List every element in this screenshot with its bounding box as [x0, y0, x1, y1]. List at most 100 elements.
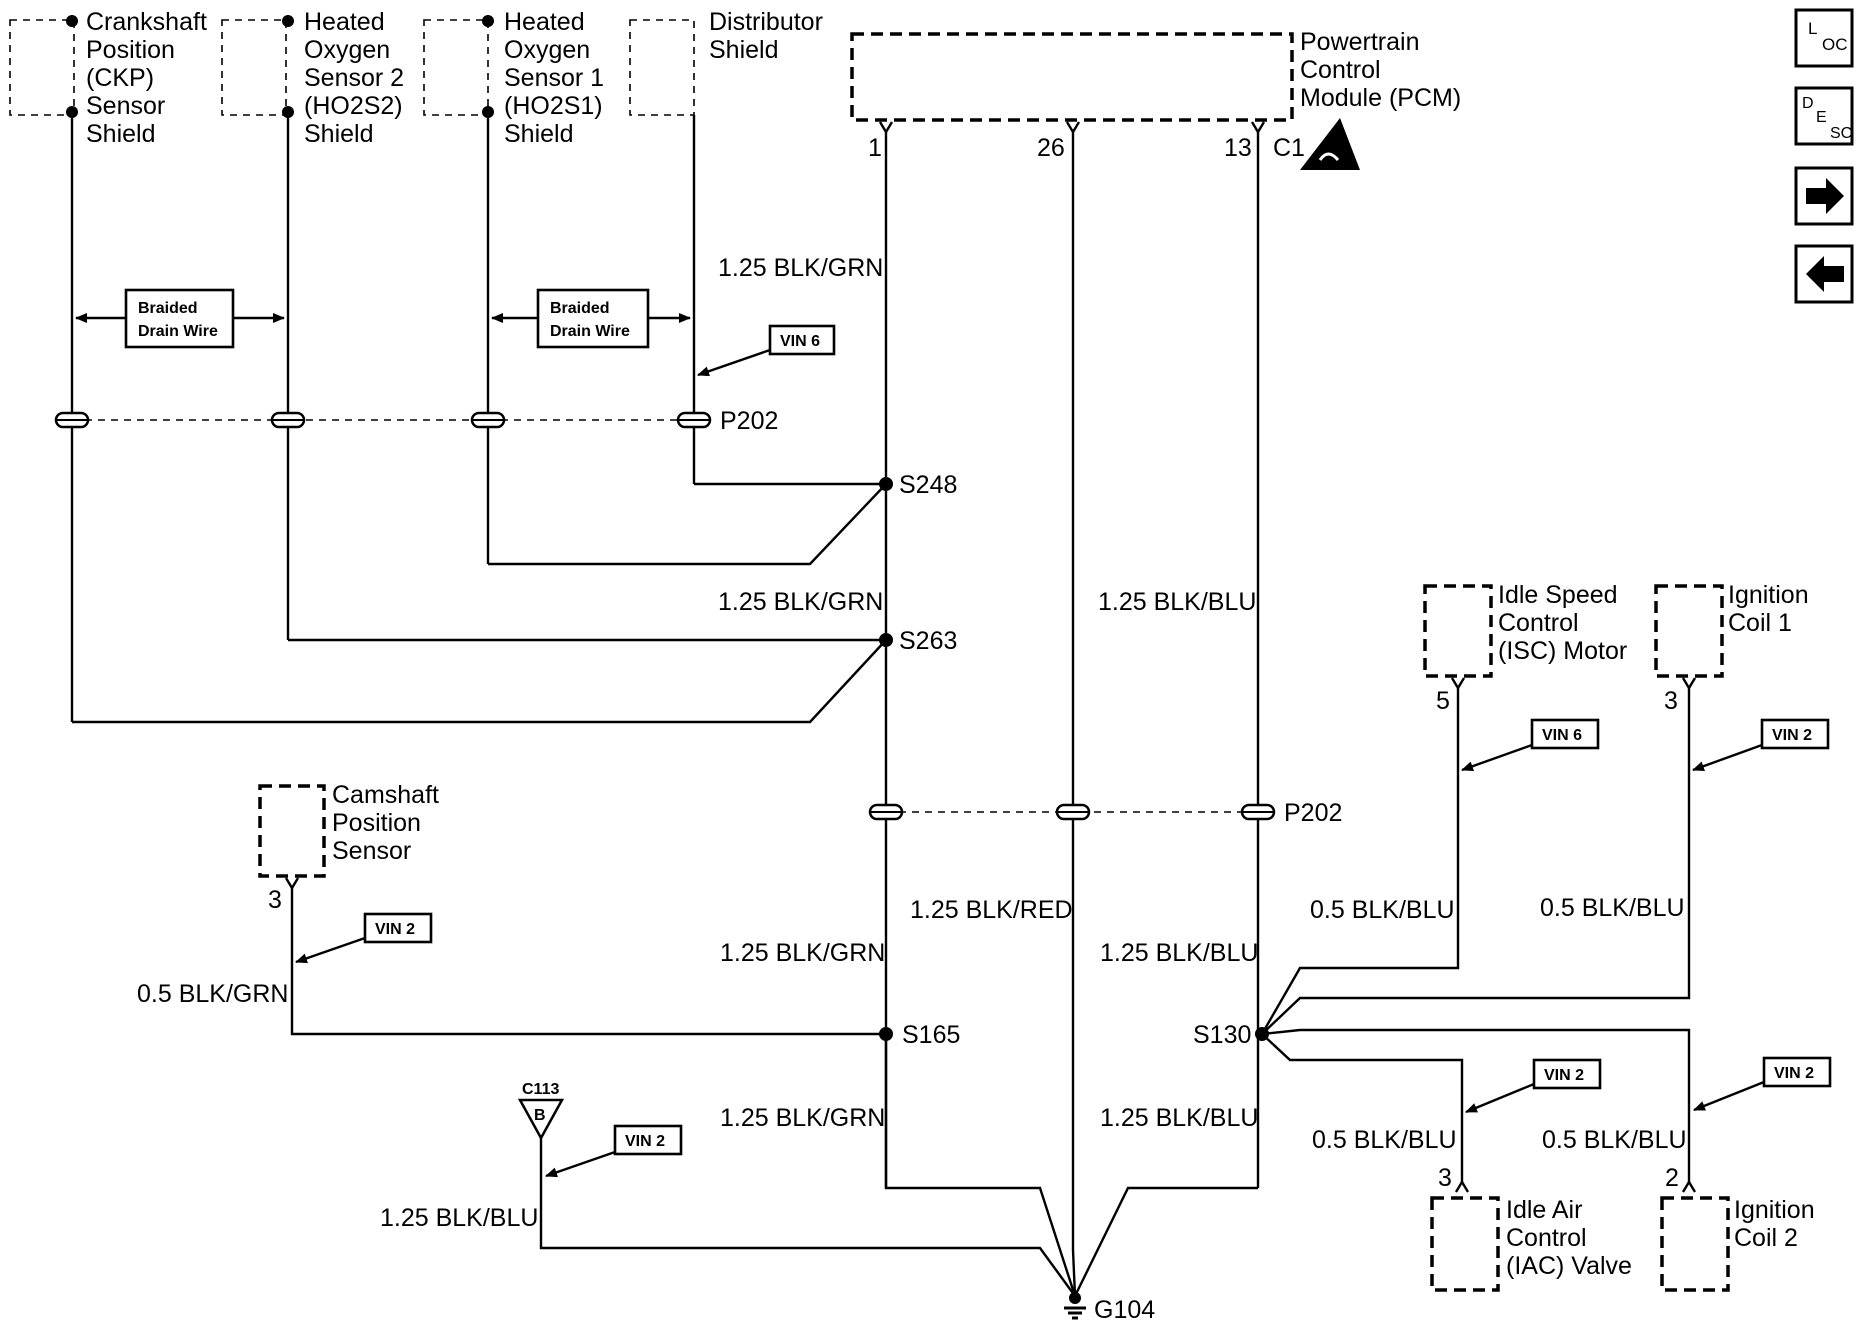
- ho2s2-shield-box: [221, 19, 287, 116]
- cmp-label-0: Camshaft: [332, 781, 439, 809]
- desc-mid: E: [1816, 109, 1827, 126]
- c113-pin-label: B: [534, 1107, 546, 1124]
- ho2s2-label-4: Shield: [304, 120, 374, 148]
- p202-mid-13: [1240, 803, 1276, 821]
- cmp-box: [258, 784, 326, 878]
- splice-s248: S248: [879, 471, 957, 499]
- distributor-label-0: Distributor: [709, 8, 823, 36]
- distributor-label-1: Shield: [709, 36, 779, 64]
- ho2s1-shield: Heated Oxygen Sensor 1 (HO2S1) Shield: [423, 8, 604, 148]
- g104-label: G104: [1094, 1296, 1155, 1324]
- cmp-label-1: Position: [332, 809, 421, 837]
- ho2s1-label-3: (HO2S1): [504, 92, 603, 120]
- distributor-shield: Distributor Shield: [629, 8, 823, 116]
- coil2-label-1: Coil 2: [1734, 1224, 1798, 1252]
- desc-main: D: [1802, 95, 1814, 112]
- c113-connector: C113 B: [517, 1081, 565, 1141]
- ckp-label-4: Shield: [86, 120, 156, 148]
- p202-mid-26: [1055, 803, 1091, 821]
- coil2-pin: 2: [1665, 1164, 1679, 1192]
- coil2-box: [1660, 1196, 1730, 1292]
- ckp-label-2: (CKP): [86, 64, 154, 92]
- ignition-coil-1: Ignition Coil 1 3: [1654, 581, 1809, 715]
- iac-label-2: (IAC) Valve: [1506, 1252, 1632, 1280]
- p202-top-dist: [676, 411, 712, 429]
- p202-top-ho2s2: [270, 411, 306, 429]
- vin2-c113-label: VIN 2: [625, 1133, 665, 1150]
- p202-top-row: P202: [54, 407, 778, 435]
- braided-left-0: Braided: [138, 300, 198, 317]
- iac-label-0: Idle Air: [1506, 1196, 1582, 1224]
- pcm-pin-13: 13: [1224, 134, 1252, 162]
- pcm-label-2: Module (PCM): [1300, 84, 1461, 112]
- ho2s2-label-1: Oxygen: [304, 36, 390, 64]
- wire-label-w2: 1.25 BLK/GRN: [718, 588, 883, 616]
- isc-motor: Idle Speed Control (ISC) Motor 5: [1423, 581, 1627, 715]
- vin2-coil2-label: VIN 2: [1774, 1065, 1814, 1082]
- coil1-pin: 3: [1664, 687, 1678, 715]
- braided-left-1: Drain Wire: [138, 323, 218, 340]
- cmp-pin: 3: [268, 886, 282, 914]
- ckp-sensor-shield: Crankshaft Position (CKP) Sensor Shield: [9, 8, 207, 148]
- wire-label-w5: 1.25 BLK/GRN: [720, 939, 885, 967]
- wire-label-w14: 0.5 BLK/BLU: [1542, 1126, 1687, 1154]
- ho2s2-shield: Heated Oxygen Sensor 2 (HO2S2) Shield: [221, 8, 404, 148]
- ho2s1-label-1: Oxygen: [504, 36, 590, 64]
- pcm-module: Powertrain Control Module (PCM) 1 26 13 …: [850, 28, 1461, 170]
- vin6-top-label: VIN 6: [780, 333, 820, 350]
- isc-label-0: Idle Speed: [1498, 581, 1618, 609]
- iac-valve: 3 Idle Air Control (IAC) Valve: [1430, 1164, 1632, 1292]
- coil1-box: [1654, 584, 1724, 678]
- coil2-label-0: Ignition: [1734, 1196, 1815, 1224]
- isc-label-1: Control: [1498, 609, 1579, 637]
- loc-button[interactable]: L OC: [1794, 8, 1854, 68]
- vin6-top-callout: VIN 6: [697, 324, 836, 377]
- ckp-shield-box: [9, 19, 75, 116]
- next-button[interactable]: [1794, 166, 1854, 226]
- vin6-isc-label: VIN 6: [1542, 727, 1582, 744]
- isc-label-2: (ISC) Motor: [1498, 637, 1627, 665]
- isc-box: [1423, 584, 1493, 678]
- ckp-label-1: Position: [86, 36, 175, 64]
- wire-label-w9: 1.25 BLK/BLU: [1100, 1104, 1258, 1132]
- pcm-connector-c1: C1: [1273, 134, 1305, 162]
- pcm-label-0: Powertrain: [1300, 28, 1420, 56]
- loc-sub: OC: [1822, 35, 1848, 54]
- vin2-coil1-label: VIN 2: [1772, 727, 1812, 744]
- wire-label-w1: 1.25 BLK/GRN: [718, 254, 883, 282]
- vin2-cmp-label: VIN 2: [375, 921, 415, 938]
- ho2s1-label-0: Heated: [504, 8, 585, 36]
- pcm-box: [850, 32, 1294, 122]
- s263-label: S263: [899, 627, 957, 655]
- pcm-pin-1: 1: [868, 134, 882, 162]
- desc-button[interactable]: D E SC: [1794, 86, 1854, 146]
- ho2s2-label-2: Sensor 2: [304, 64, 404, 92]
- isc-pin: 5: [1436, 687, 1450, 715]
- camshaft-position-sensor: Camshaft Position Sensor 3: [258, 781, 439, 914]
- braided-drain-wire-right: Braided Drain Wire: [491, 288, 691, 349]
- p202-mid-row: P202: [868, 799, 1342, 827]
- coil1-label-0: Ignition: [1728, 581, 1809, 609]
- wire-label-w10: 1.25 BLK/BLU: [380, 1204, 538, 1232]
- p202-mid-1: [868, 803, 904, 821]
- vin6-isc-callout: VIN 6: [1461, 718, 1600, 772]
- top-wires: [70, 115, 1260, 1250]
- braided-right-0: Braided: [550, 300, 610, 317]
- s248-label: S248: [899, 471, 957, 499]
- back-button[interactable]: [1794, 244, 1854, 304]
- braided-right-1: Drain Wire: [550, 323, 630, 340]
- ckp-label-3: Sensor: [86, 92, 165, 120]
- ho2s1-label-4: Shield: [504, 120, 574, 148]
- ho2s2-label-3: (HO2S2): [304, 92, 403, 120]
- braided-drain-wire-left: Braided Drain Wire: [75, 288, 285, 349]
- ignition-coil-2: 2 Ignition Coil 2: [1660, 1164, 1815, 1292]
- cmp-label-2: Sensor: [332, 837, 411, 865]
- vin2-iac-label: VIN 2: [1544, 1067, 1584, 1084]
- ground-g104: G104: [1064, 1292, 1155, 1324]
- splice-s130: S130: [1193, 1021, 1269, 1049]
- desc-sub: SC: [1830, 125, 1852, 142]
- c113-label: C113: [522, 1081, 559, 1098]
- distributor-shield-box: [629, 19, 695, 116]
- s130-label: S130: [1193, 1021, 1251, 1049]
- iac-pin: 3: [1438, 1164, 1452, 1192]
